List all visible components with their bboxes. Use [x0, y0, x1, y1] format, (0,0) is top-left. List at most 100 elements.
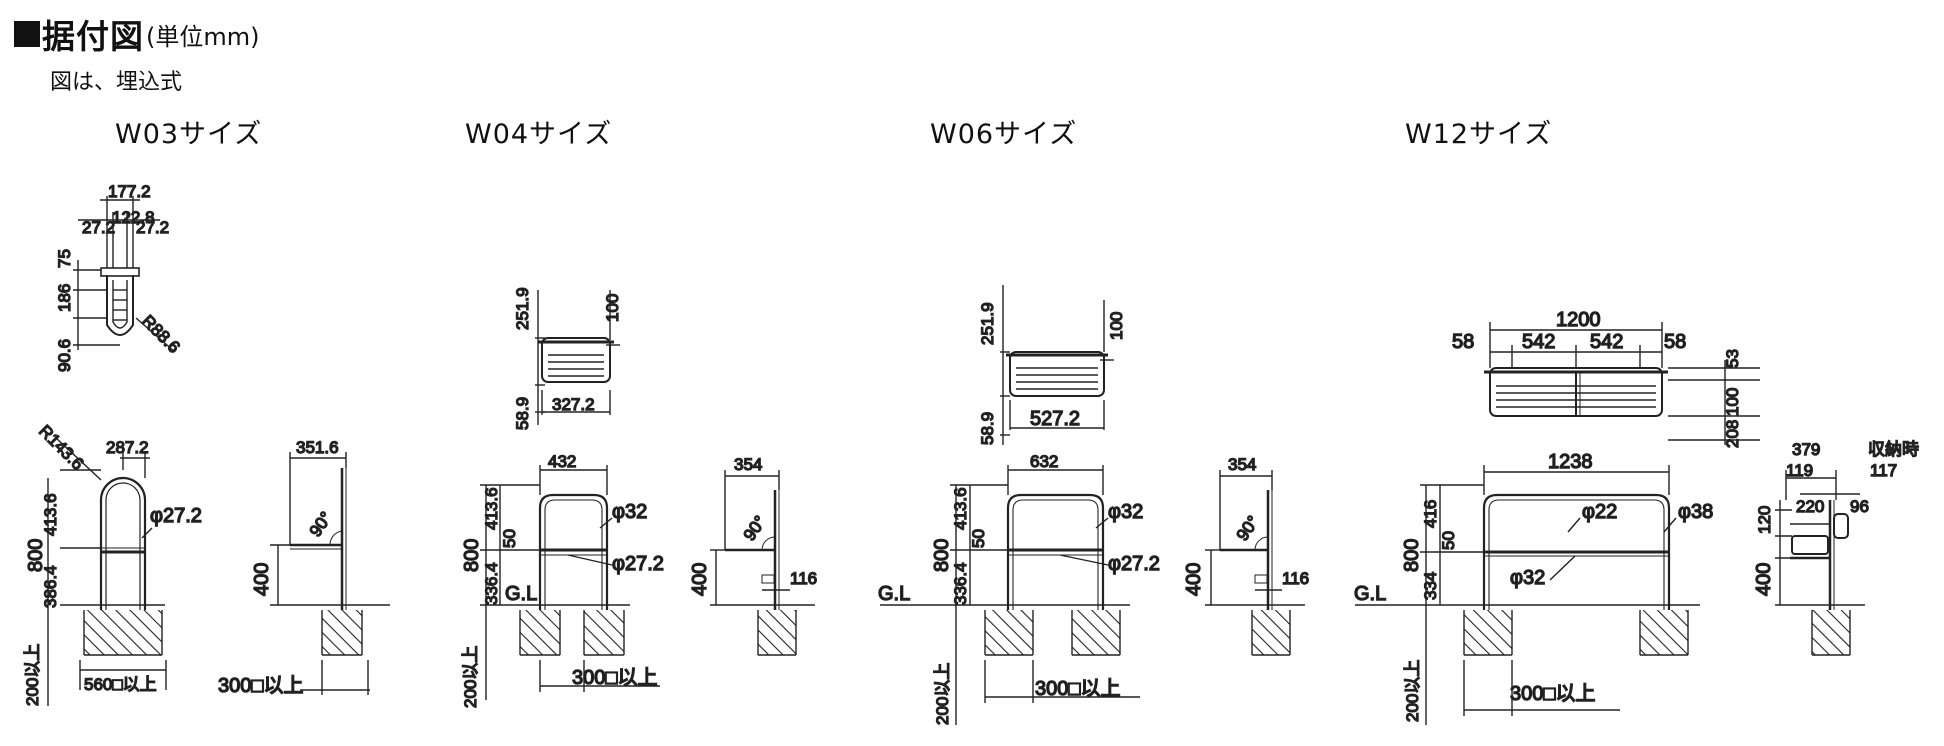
- w12-front-view: [1355, 465, 1700, 725]
- w12-drawings: [1355, 322, 1865, 725]
- w03-dim-122-8: 122.8: [112, 208, 155, 227]
- w12-gl: G.L: [1354, 583, 1386, 605]
- w04-dim-90deg: 90°: [740, 512, 770, 544]
- w06-dim-90deg: 90°: [1233, 512, 1263, 544]
- w06-dim-50: 50: [969, 529, 988, 548]
- w06-gl: G.L: [878, 583, 910, 605]
- w04-dim-800: 800: [461, 539, 483, 572]
- black-square-icon: [14, 21, 40, 47]
- w03-dim-27-2-left: 27.2: [82, 218, 115, 237]
- w12-dim-119: 119: [1786, 461, 1813, 480]
- size-label-w04: W04サイズ: [465, 119, 613, 150]
- w06-dim-527-2: 527.2: [1030, 408, 1080, 430]
- w04-dim-354: 354: [734, 455, 762, 474]
- w04-dim-251-9: 251.9: [513, 287, 532, 330]
- w12-dim-208: 208: [1723, 420, 1742, 448]
- w04-dim-phi32: φ32: [612, 501, 647, 523]
- w03-front-view: [47, 437, 167, 706]
- w03-dim-400: 400: [251, 563, 273, 596]
- w03-drawings: [47, 196, 390, 706]
- w12-dim-1200: 1200: [1556, 309, 1601, 331]
- w04-side-view: [710, 470, 815, 656]
- w03-dim-90deg: 90°: [306, 508, 336, 540]
- w06-dim-632: 632: [1030, 452, 1058, 471]
- heading: 据付図 (単位mm): [14, 10, 259, 58]
- w04-dim-200-min: 200以上: [461, 646, 480, 708]
- w12-dim-542-left: 542: [1522, 331, 1555, 353]
- w12-dim-100: 100: [1723, 388, 1742, 416]
- w12-dim-96: 96: [1850, 497, 1869, 516]
- w12-dim-334: 334: [1421, 572, 1440, 600]
- w06-dim-336-4: 336.4: [951, 562, 970, 605]
- w03-dim-413-6: 413.6: [41, 493, 60, 536]
- w03-dim-386-4: 386.4: [41, 565, 60, 608]
- w12-dim-220: 220: [1796, 497, 1824, 516]
- w04-dim-300-min: 300□以上: [572, 666, 657, 689]
- w04-top-view: [535, 290, 620, 425]
- w06-dim-100: 100: [1107, 312, 1126, 340]
- w12-dim-800: 800: [1401, 539, 1423, 572]
- w06-dim-phi27-2: φ27.2: [1108, 553, 1160, 575]
- w12-side-view: [1775, 470, 1865, 656]
- w04-dim-400: 400: [689, 563, 711, 596]
- w04-dim-58-9: 58.9: [513, 397, 532, 430]
- w12-dim-400: 400: [1753, 563, 1775, 596]
- w06-dim-300-min: 300□以上: [1035, 677, 1120, 700]
- w06-dim-phi32: φ32: [1108, 501, 1143, 523]
- w12-dim-379: 379: [1792, 440, 1820, 459]
- w03-dim-186: 186: [55, 284, 74, 312]
- w04-dim-116: 116: [790, 569, 817, 588]
- w12-dim-300-min: 300□以上: [1510, 682, 1595, 705]
- w06-top-view: [1000, 285, 1114, 445]
- w04-dim-327-2: 327.2: [552, 395, 595, 414]
- w06-dim-200-min: 200以上: [933, 663, 952, 725]
- w12-dim-117: 117: [1870, 461, 1897, 480]
- size-label-w06: W06サイズ: [930, 119, 1078, 150]
- w03-dim-75: 75: [55, 249, 74, 268]
- w03-dim-phi27-2: φ27.2: [150, 505, 202, 527]
- w06-drawings: [880, 285, 1305, 725]
- w04-gl: G.L: [505, 583, 537, 605]
- w12-dim-phi32: φ32: [1510, 567, 1545, 589]
- w03-dim-200-min: 200以上: [23, 644, 42, 706]
- w03-top-view: [73, 196, 176, 353]
- w03-dim-27-2-right: 27.2: [136, 218, 169, 237]
- w06-front-view: [880, 465, 1140, 725]
- w12-dim-53: 53: [1723, 349, 1742, 368]
- page-title: 据付図: [42, 17, 144, 56]
- unit-note: (単位mm): [146, 22, 260, 51]
- w06-dim-58-9: 58.9: [978, 412, 997, 445]
- w03-dim-177-2: 177.2: [108, 182, 151, 201]
- w12-dim-58-left: 58: [1452, 331, 1474, 353]
- w12-dim-200-min: 200以上: [1403, 660, 1422, 722]
- w12-dim-1238: 1238: [1548, 451, 1593, 473]
- w12-storage-label: 収納時: [1868, 440, 1919, 459]
- w03-side-view: [270, 452, 390, 695]
- w12-dim-416: 416: [1421, 500, 1440, 528]
- w04-dim-413-6: 413.6: [482, 487, 501, 530]
- w04-drawings: [480, 290, 815, 700]
- w03-dim-r143-6: R143.6: [35, 421, 87, 473]
- w03-dim-351-6: 351.6: [296, 438, 339, 457]
- w12-dim-58-right: 58: [1664, 331, 1686, 353]
- w03-dim-r88-6: R88.6: [138, 311, 184, 357]
- w04-dim-336-4: 336.4: [482, 562, 501, 605]
- w12-dim-50: 50: [1439, 531, 1458, 550]
- size-label-w12: W12サイズ: [1405, 119, 1553, 150]
- w06-dim-413-6: 413.6: [951, 487, 970, 530]
- w03-dim-300-min: 300□以上: [218, 674, 303, 697]
- w06-dim-800: 800: [931, 539, 953, 572]
- w06-side-view: [1205, 470, 1305, 656]
- w06-dim-354: 354: [1228, 455, 1256, 474]
- w04-dim-50: 50: [500, 529, 519, 548]
- w12-top-view: [1484, 322, 1760, 445]
- w03-dim-560-min: 560□以上: [84, 675, 157, 694]
- w03-dim-90-6: 90.6: [55, 339, 74, 372]
- w04-dim-100: 100: [603, 294, 622, 322]
- w12-dim-phi22: φ22: [1582, 501, 1617, 523]
- w12-dim-120: 120: [1755, 506, 1774, 534]
- w04-front-view: [480, 465, 660, 700]
- w06-dim-116: 116: [1282, 569, 1309, 588]
- w12-dim-phi38: φ38: [1678, 501, 1713, 523]
